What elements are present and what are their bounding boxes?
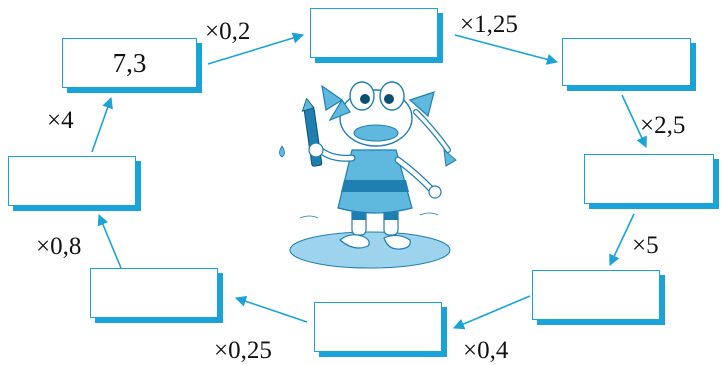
frog-right-bow <box>408 91 435 118</box>
answer-box-2[interactable] <box>310 8 438 58</box>
answer-box-6[interactable] <box>314 302 442 352</box>
answer-box-7[interactable] <box>90 268 218 318</box>
arrow-8 <box>91 96 113 153</box>
arrow-4 <box>609 213 635 267</box>
answer-box-3[interactable] <box>562 38 691 86</box>
operation-label-2: ×1,25 <box>460 11 518 38</box>
arrow-2 <box>454 34 559 65</box>
answer-box-4[interactable] <box>584 154 714 204</box>
arrow-6 <box>234 295 308 323</box>
operation-label-1: ×0,2 <box>205 18 251 45</box>
operation-label-4: ×5 <box>632 232 659 259</box>
operation-label-7: ×0,8 <box>36 233 82 260</box>
frog-right-foot <box>383 234 411 250</box>
puddle-shape <box>289 231 451 269</box>
operation-label-5: ×0,4 <box>463 337 509 364</box>
arrow-3 <box>621 94 647 149</box>
frog-left-bow <box>321 84 351 122</box>
arrow-5 <box>452 295 531 330</box>
frog-left-foot <box>339 234 370 249</box>
operation-label-8: ×4 <box>47 107 74 134</box>
answer-box-5[interactable] <box>532 270 660 320</box>
operation-label-3: ×2,5 <box>640 112 686 139</box>
arrow-7 <box>97 213 122 269</box>
box-start[interactable]: 7,3 <box>62 38 197 88</box>
operation-label-6: ×0,25 <box>214 337 272 364</box>
arrow-1 <box>207 32 305 65</box>
answer-box-8[interactable] <box>8 156 136 206</box>
water-drop-icon <box>279 145 285 158</box>
